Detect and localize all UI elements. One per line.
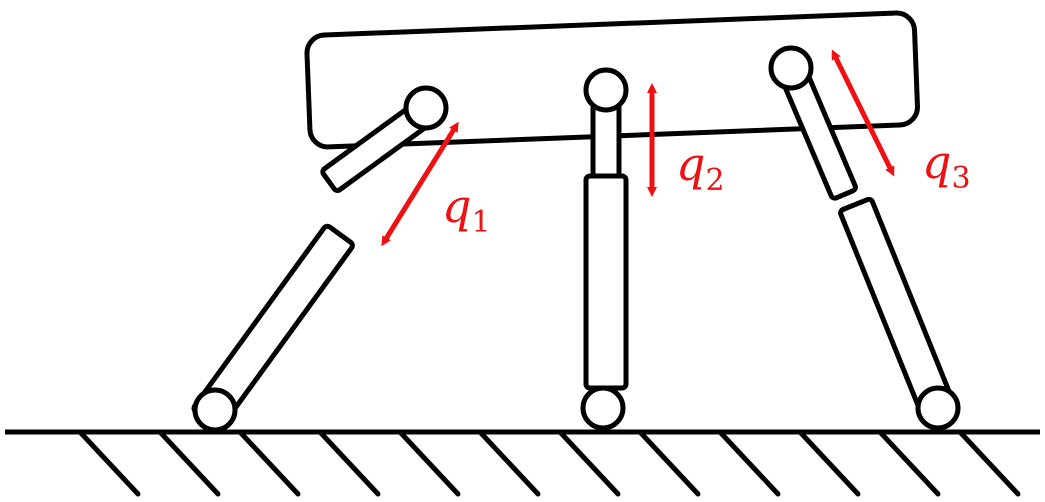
q3-label: q3 (922, 135, 971, 196)
q1-arrow (381, 121, 459, 247)
leg-2-bottom-joint (580, 385, 626, 431)
leg-1-bottom-joint (192, 387, 238, 433)
leg-2 (580, 67, 629, 431)
q2-label: q2 (676, 137, 725, 198)
leg-2-cylinder (583, 173, 629, 391)
actuation-arrows (381, 49, 895, 247)
leg-3-bottom-joint (915, 385, 961, 431)
leg-3-top-joint (768, 45, 814, 91)
leg-1-top-joint (403, 85, 449, 131)
leg-2-inner-rod (590, 101, 622, 187)
q3-arrow (831, 49, 895, 177)
ground-hatching (77, 429, 1021, 497)
leg-2-top-joint (583, 67, 629, 113)
q1-label: q1 (442, 179, 491, 240)
